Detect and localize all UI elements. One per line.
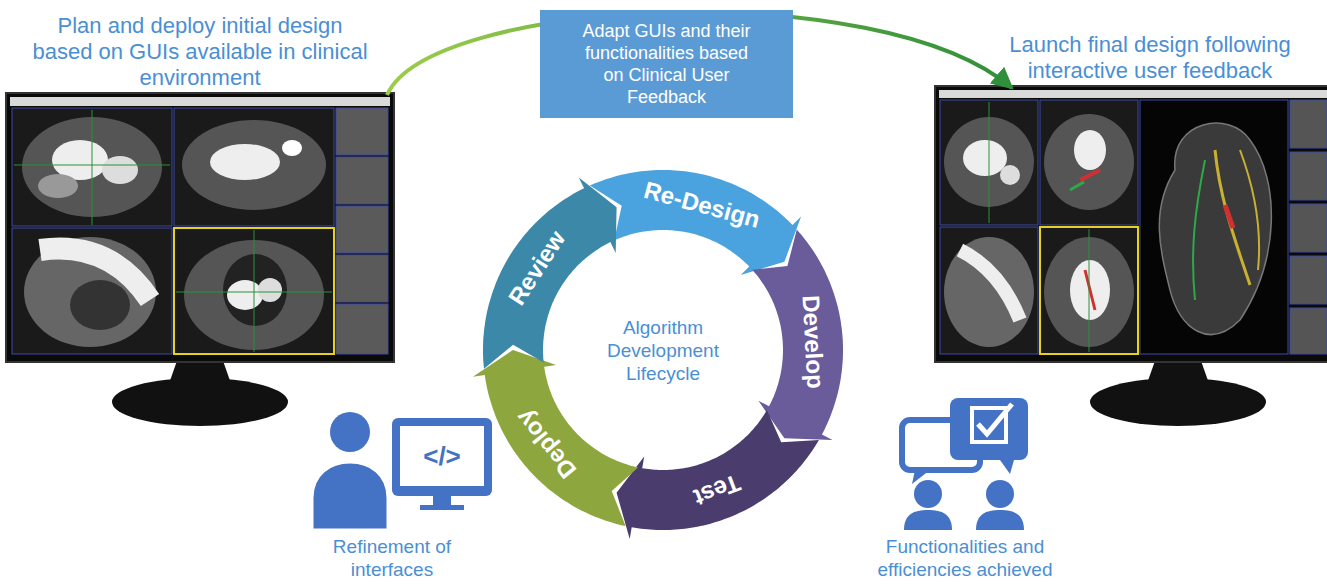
- feedback-icon: [986, 480, 1014, 508]
- right-monitor: [940, 227, 1038, 354]
- right-monitor: [935, 86, 1327, 362]
- right-monitor: [1074, 130, 1106, 170]
- right-monitor: [1040, 227, 1138, 354]
- left-monitor: [12, 228, 172, 354]
- cycle-arrow-shape: [750, 227, 845, 443]
- right-monitor: [1040, 100, 1138, 225]
- icon-caption: Functionalities and efficiencies achieve…: [865, 535, 1065, 581]
- right-monitor: [1193, 160, 1205, 300]
- left-monitor: [336, 108, 388, 155]
- code-symbol: </>: [407, 441, 477, 472]
- developer-icon: [330, 412, 370, 452]
- right-monitor: [1085, 270, 1095, 310]
- cycle-arrow: Test: [614, 408, 821, 542]
- left-monitor: [227, 280, 263, 310]
- left-monitor: [52, 140, 108, 180]
- left-monitor: [182, 120, 326, 210]
- right-monitor: [1215, 150, 1250, 285]
- right-monitor: [1070, 260, 1110, 320]
- developer-icon: [433, 496, 451, 506]
- right-monitor: [940, 100, 1038, 225]
- right-monitor: [1070, 182, 1084, 190]
- cycle-arrow-shape: [473, 350, 638, 526]
- right-monitor: [1140, 100, 1288, 354]
- developer-icon: [392, 418, 492, 496]
- left-monitor: [102, 156, 138, 184]
- cycle-arrow: Review: [481, 175, 619, 371]
- right-monitor: [935, 86, 1327, 426]
- monitor-caption: Launch final design following interactiv…: [980, 32, 1320, 84]
- left-monitor: [24, 237, 156, 347]
- left-monitor: [70, 280, 130, 330]
- right-monitor: [960, 250, 1020, 320]
- left-monitor: [336, 206, 388, 253]
- cycle-arrow-shape: [590, 170, 801, 275]
- left-monitor: [10, 97, 390, 106]
- left-monitor: [92, 110, 93, 225]
- feedback-icon: [1000, 460, 1014, 474]
- icon-caption: Refinement of interfaces: [302, 535, 482, 581]
- cycle-arrow: Deploy: [470, 348, 641, 529]
- developer-icon: [312, 462, 388, 530]
- right-monitor: [1159, 123, 1271, 334]
- left-monitor: [6, 93, 394, 362]
- monitor-screen: Launch final design following interactiv…: [937, 88, 1327, 360]
- developer-icon: [312, 412, 492, 530]
- left-monitor: [38, 174, 78, 198]
- feedback-icon: [902, 398, 1028, 530]
- left-monitor: [174, 108, 334, 226]
- left-monitor: [336, 157, 388, 204]
- left-monitor: [254, 230, 255, 352]
- feedback-text: Adapt GUIs and their functionalities bas…: [577, 20, 757, 108]
- left-monitor: [14, 165, 170, 166]
- cycle-arrow-shape: [752, 230, 843, 441]
- left-monitor: [210, 144, 280, 180]
- left-monitor: [336, 304, 388, 354]
- right-monitor: [1290, 308, 1327, 354]
- feedback-icon: [904, 510, 952, 530]
- cycle-arrow-shape: [483, 177, 617, 368]
- left-monitor: [112, 378, 288, 426]
- left-monitor: [174, 228, 334, 354]
- feedback-icon: [978, 404, 1012, 434]
- right-monitor: [1240, 150, 1259, 270]
- left-monitor: [258, 278, 282, 302]
- right-monitor: [989, 102, 990, 223]
- right-monitor: [1044, 114, 1134, 210]
- left-monitor: [176, 292, 332, 293]
- left-monitor: [12, 108, 172, 226]
- left-monitor: [336, 255, 388, 302]
- cycle-step-label: Develop: [796, 295, 829, 390]
- feedback-icon: [976, 510, 1024, 530]
- left-monitor: [223, 254, 287, 326]
- right-monitor: [939, 90, 1327, 98]
- feedback-box: Adapt GUIs and their functionalities bas…: [540, 10, 793, 118]
- left-monitor: [6, 93, 394, 426]
- cycle-arrow: Develop: [750, 227, 845, 443]
- cycle-arrow-shape: [587, 168, 804, 277]
- right-monitor: [963, 140, 1007, 176]
- right-monitor: [1090, 378, 1266, 426]
- left-monitor: [282, 140, 302, 156]
- right-monitor: [1089, 229, 1090, 352]
- monitor-caption: Plan and deploy initial design based on …: [28, 13, 373, 91]
- feedback-icon: [950, 398, 1028, 460]
- right-monitor: [944, 237, 1034, 347]
- right-monitor: [1290, 204, 1327, 252]
- feedback-icon: [914, 480, 942, 508]
- right-monitor: [1225, 205, 1233, 228]
- cycle-title: Algorithm Development Lifecycle: [593, 316, 733, 385]
- monitor-screen: Plan and deploy initial design based on …: [8, 95, 392, 360]
- developer-icon: [420, 505, 464, 510]
- right-monitor: [1080, 170, 1100, 180]
- cycle-arrow-shape: [617, 410, 819, 539]
- developer-icon: [400, 426, 484, 486]
- right-monitor: [1000, 165, 1020, 185]
- right-monitor: [1290, 256, 1327, 304]
- right-monitor: [1290, 100, 1327, 148]
- cycle-arrow: Re-Design: [587, 168, 804, 277]
- right-monitor: [1290, 152, 1327, 200]
